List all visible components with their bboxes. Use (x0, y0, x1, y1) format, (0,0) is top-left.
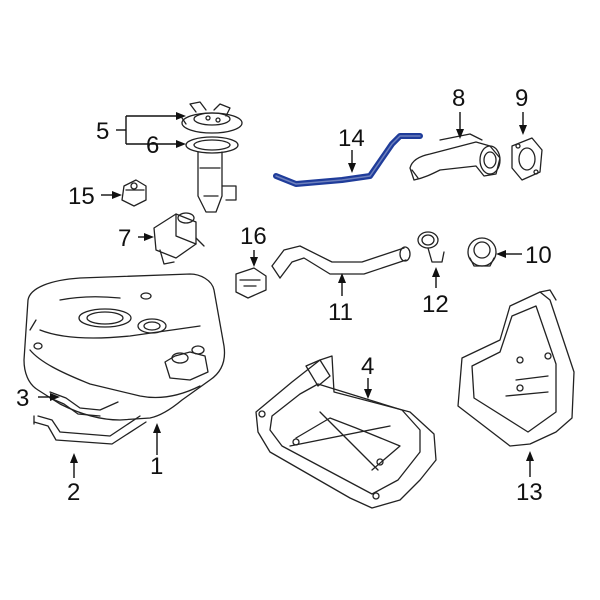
callout-10: 10 (525, 242, 552, 269)
callout-16: 16 (240, 223, 267, 250)
tank-strap[interactable] (33, 415, 147, 445)
fuel-clip[interactable] (121, 179, 147, 207)
callout-12: 12 (422, 291, 449, 318)
callout-2: 2 (67, 479, 80, 506)
callout-13: 13 (516, 479, 543, 506)
callout-1: 1 (150, 453, 163, 480)
filler-neck[interactable] (409, 133, 501, 181)
fuel-tank[interactable] (23, 273, 226, 421)
callout-4: 4 (361, 353, 374, 380)
callout-11: 11 (328, 299, 353, 326)
vent-hose-highlighted[interactable] (273, 133, 423, 187)
heat-shield[interactable] (457, 289, 575, 447)
control-valve[interactable] (153, 212, 205, 265)
skid-plate[interactable] (255, 355, 437, 509)
tank-bracket[interactable] (49, 391, 119, 417)
hose-bracket[interactable] (235, 267, 267, 299)
filler-gasket[interactable] (511, 137, 543, 181)
callout-15: 15 (68, 183, 95, 210)
fuel-cap[interactable] (467, 237, 497, 267)
callout-14: 14 (338, 125, 365, 152)
leader-lines (38, 112, 534, 478)
pump-gasket-and-sender[interactable] (185, 136, 239, 213)
callout-labels: 1 2 3 4 5 6 7 8 9 10 11 12 13 14 15 16 (16, 85, 552, 506)
callout-3: 3 (16, 385, 29, 412)
callout-9: 9 (515, 85, 528, 112)
callout-5: 5 (96, 118, 109, 145)
callout-6: 6 (146, 132, 159, 159)
fuel-pump-module[interactable] (181, 101, 243, 134)
filler-hose[interactable] (271, 245, 411, 279)
callout-8: 8 (452, 85, 465, 112)
callout-7: 7 (118, 225, 131, 252)
hose-clamp[interactable] (417, 231, 445, 263)
